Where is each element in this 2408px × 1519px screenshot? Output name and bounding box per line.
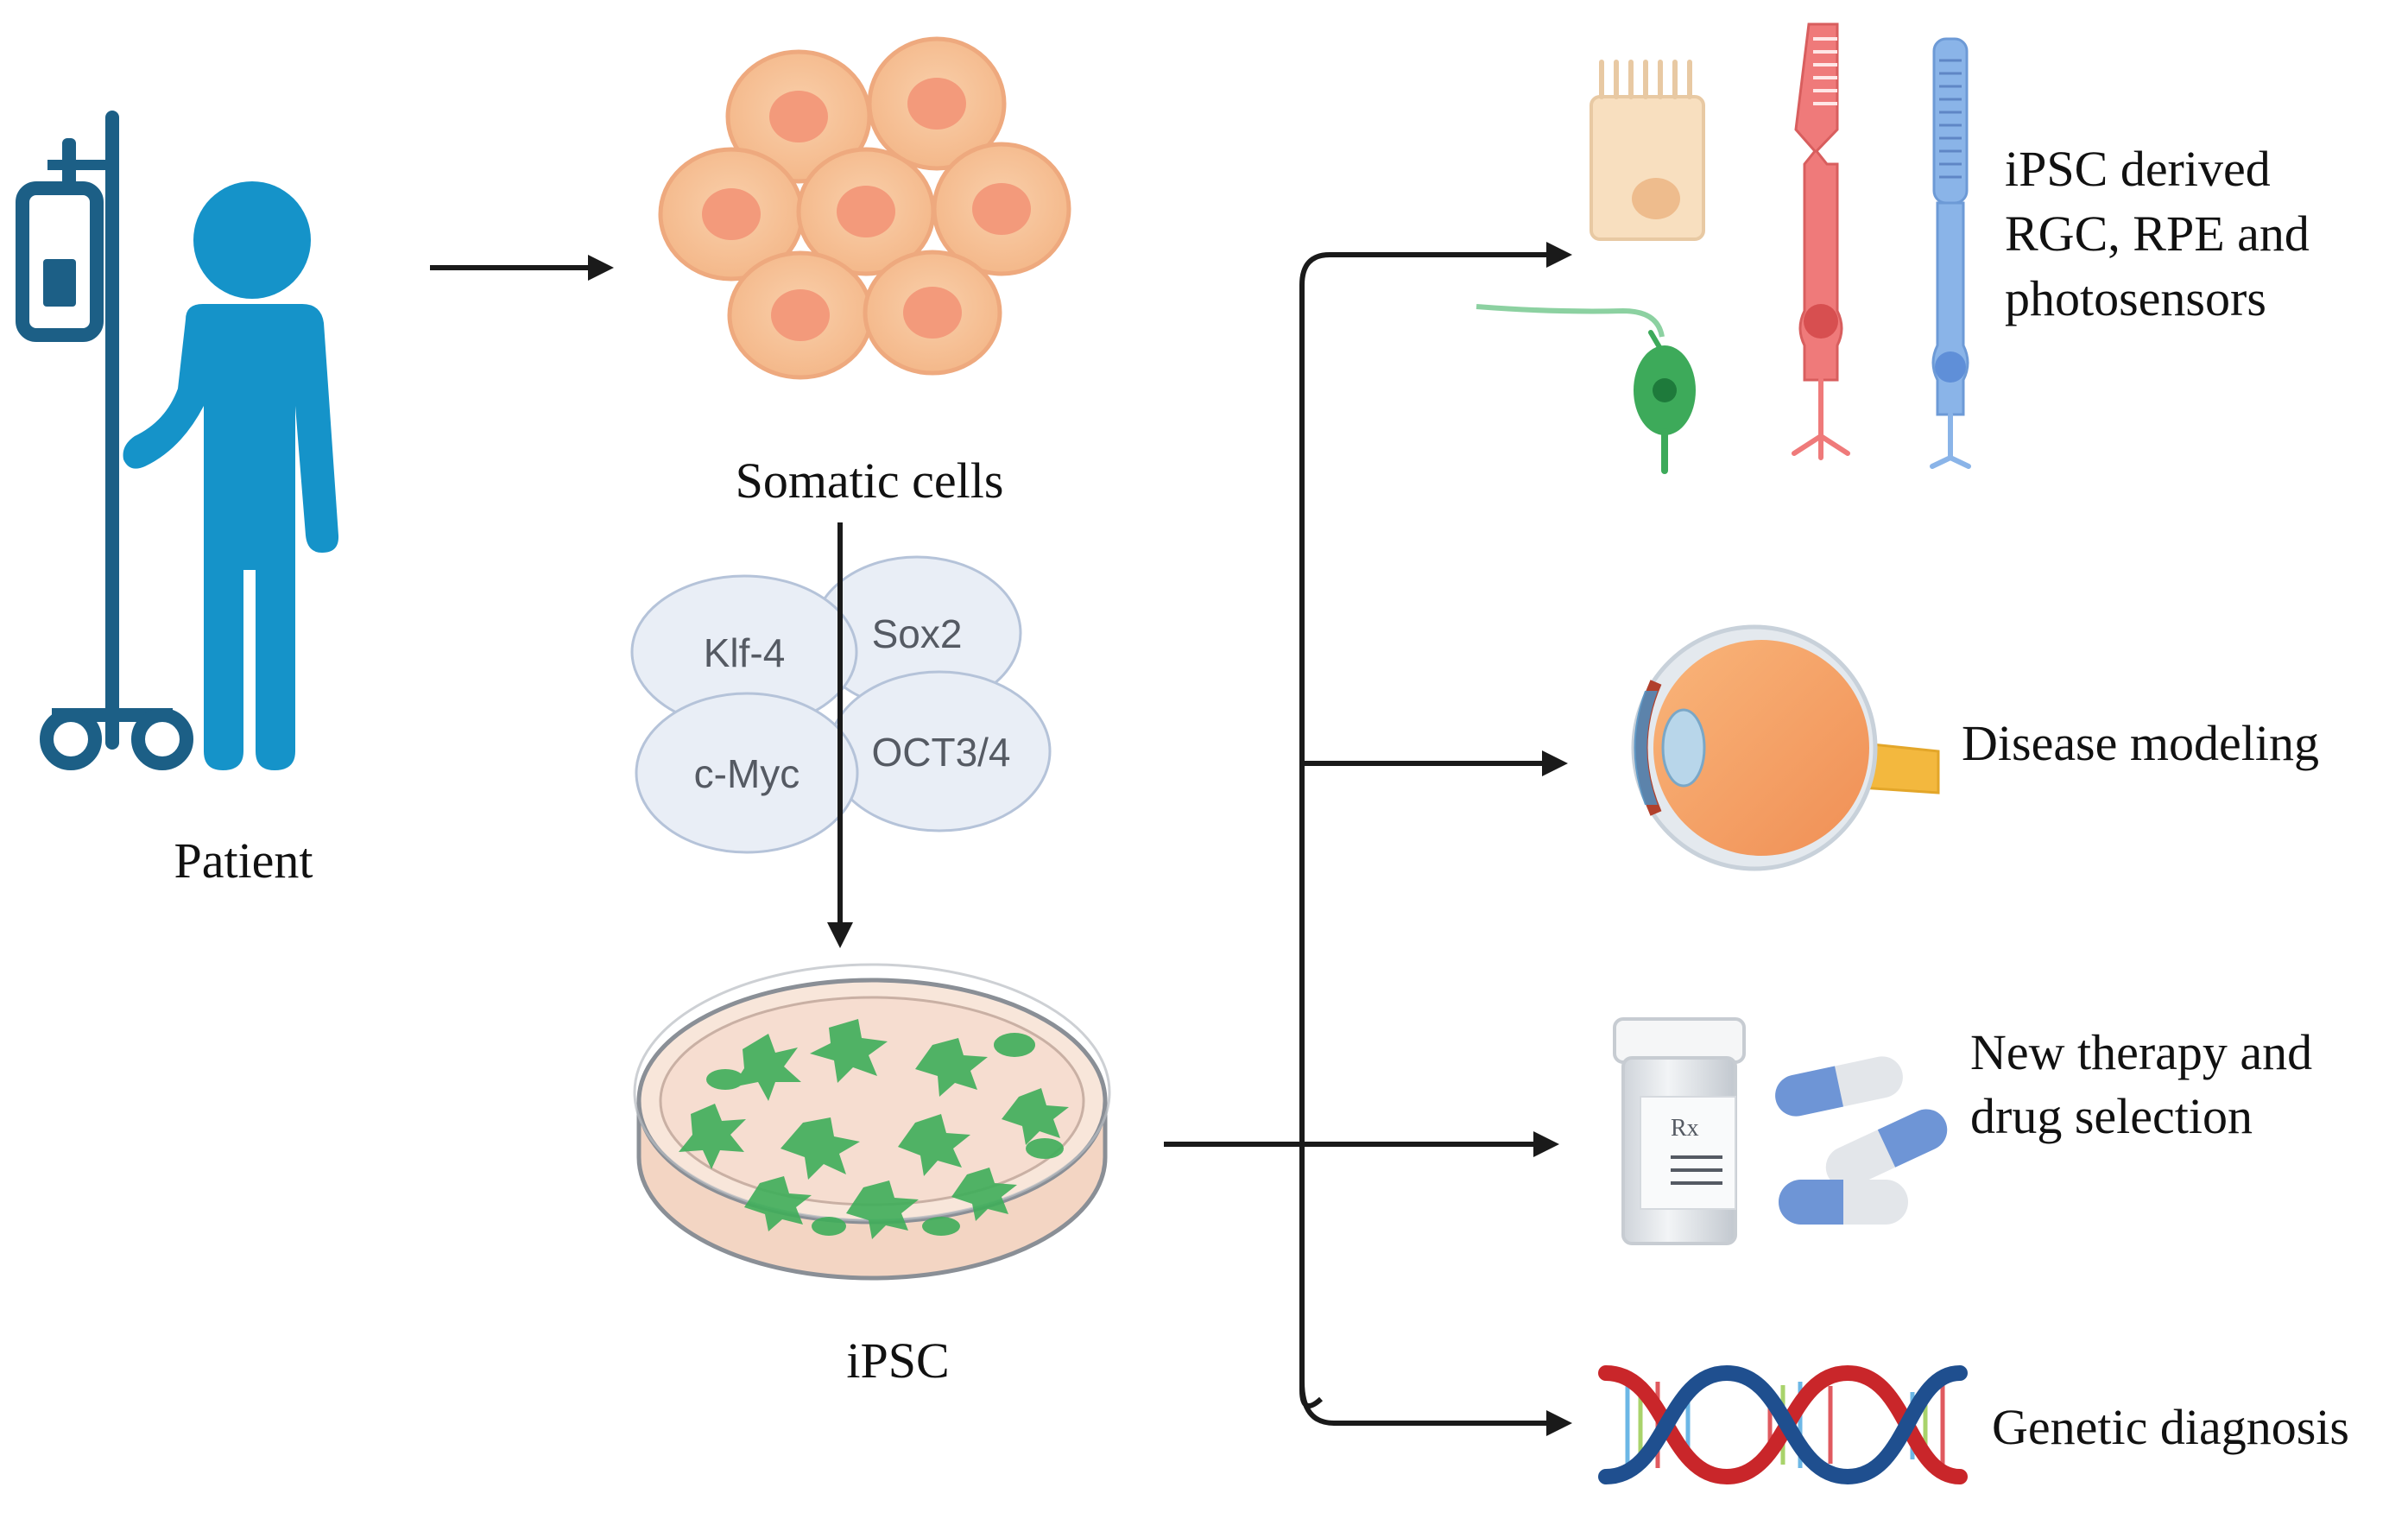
- disease-modeling-label: Disease modeling: [1962, 715, 2319, 771]
- capsule-icon: [1825, 1109, 1948, 1188]
- ipsc-label: iPSC: [846, 1332, 949, 1389]
- factor-bubble-cmyc: [635, 692, 859, 854]
- prescription-mark: Rx: [1671, 1115, 1699, 1142]
- iv-pole-icon: [16, 111, 193, 770]
- pill-bottle-icon: Rx: [1613, 1017, 1746, 1245]
- dna-icon: [1598, 1364, 1968, 1485]
- eye-icon: [1631, 624, 1940, 871]
- derived-cells-label-line3: photosensors: [2005, 270, 2266, 326]
- derived-cells-label-line1: iPSC derived: [2005, 141, 2271, 197]
- somatic-cell: [725, 49, 872, 184]
- cone-photoreceptor-icon: [1792, 22, 1850, 460]
- patient-icon: [16, 111, 339, 770]
- somatic-cells-icon: [658, 36, 1071, 380]
- branching-arrows: [1164, 242, 1572, 1436]
- rpe-cell-icon: [1590, 60, 1705, 241]
- retinal-ganglion-cell-icon: [1476, 304, 1696, 474]
- rod-photoreceptor-icon: [1930, 37, 1971, 469]
- somatic-cell: [658, 147, 805, 282]
- somatic-cell: [727, 250, 874, 380]
- petri-dish-icon: [633, 963, 1111, 1281]
- branch-trunk: [1299, 242, 1572, 1408]
- person-icon: [123, 181, 339, 770]
- somatic-cell: [932, 142, 1071, 276]
- somatic-cells-label: Somatic cells: [736, 453, 1004, 509]
- capsule-icons: [1775, 1056, 1948, 1225]
- therapy-label-line1: New therapy and: [1970, 1024, 2312, 1080]
- arrow-to-genetic-diagnosis: [1299, 1381, 1572, 1436]
- reprogramming-factors: Klf-4 Sox2 c-Myc OCT3/4: [630, 555, 1052, 854]
- somatic-cell: [863, 250, 1002, 376]
- factor-oct-label: OCT3/4: [871, 730, 1010, 775]
- genetic-diagnosis-label: Genetic diagnosis: [1992, 1399, 2349, 1455]
- factor-sox2-label: Sox2: [872, 611, 963, 656]
- factor-cmyc-label: c-Myc: [694, 751, 800, 796]
- capsule-icon: [1775, 1056, 1903, 1117]
- therapy-label-line2: drug selection: [1970, 1088, 2253, 1144]
- somatic-cell: [867, 36, 1007, 171]
- ipsc-colonies: [679, 1019, 1069, 1239]
- derived-cells-label-line2: RGC, RPE and: [2005, 206, 2310, 262]
- factor-klf4-label: Klf-4: [704, 630, 786, 675]
- patient-label: Patient: [174, 832, 313, 889]
- capsule-icon: [1779, 1180, 1908, 1225]
